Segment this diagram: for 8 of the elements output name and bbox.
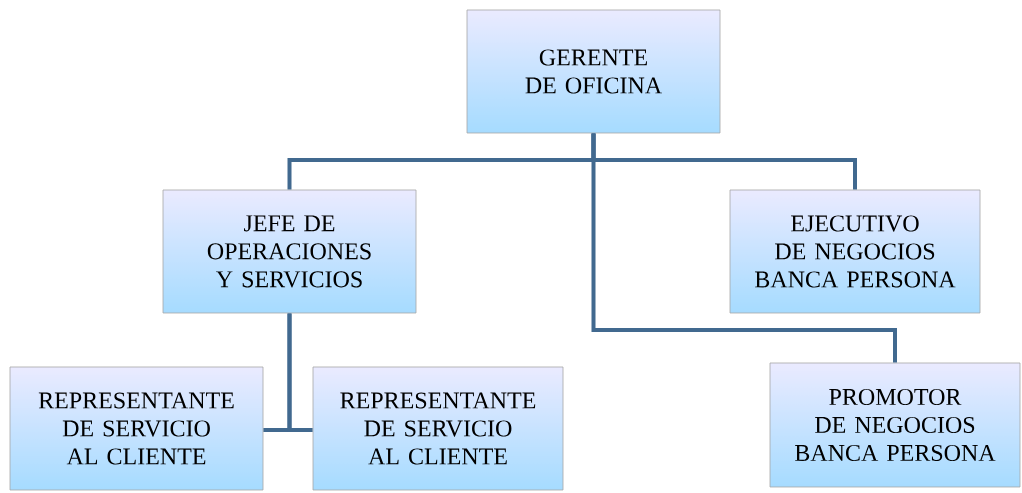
connector-line [287, 313, 313, 432]
org-box: REPRESENTANTE DE SERVICIO AL CLIENTE [312, 366, 564, 491]
org-box: PROMOTOR DE NEGOCIOS BANCA PERSONA [769, 362, 1021, 488]
org-box: JEFE DE OPERACIONES Y SERVICIOS [162, 189, 417, 314]
org-box: GERENTE DE OFICINA [466, 9, 721, 134]
org-box: EJECUTIVO DE NEGOCIOS BANCA PERSONA [729, 189, 981, 314]
org-box: REPRESENTANTE DE SERVICIO AL CLIENTE [9, 366, 264, 491]
connector-line [591, 133, 897, 363]
